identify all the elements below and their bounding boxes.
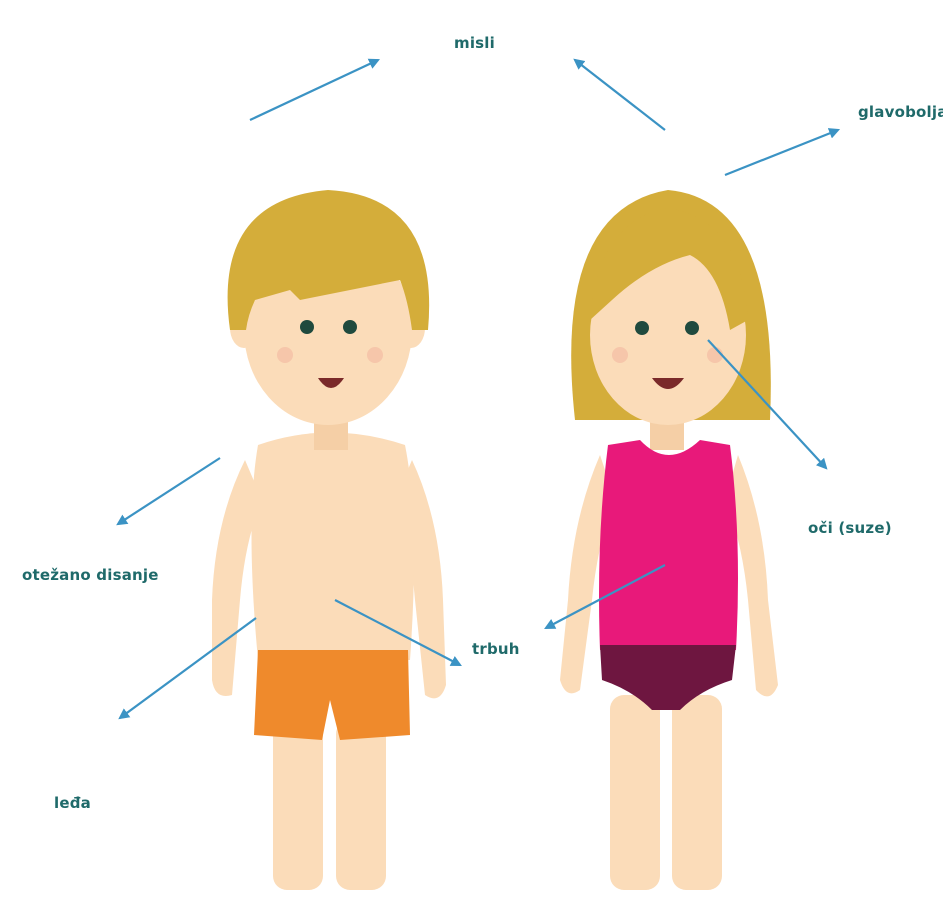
arrow-to-glavobolja	[725, 130, 838, 175]
boy-figure	[212, 190, 446, 890]
arrow-to-otezano-disanje	[118, 458, 220, 524]
label-trbuh: trbuh	[472, 640, 520, 658]
arrow-to-misli-left	[250, 60, 378, 120]
girl-figure	[560, 190, 778, 890]
arrow-to-leda	[120, 618, 256, 718]
label-misli: misli	[454, 34, 495, 52]
label-otezano-disanje: otežano disanje	[22, 566, 159, 584]
label-leda: leđa	[54, 794, 91, 812]
label-oci-suze: oči (suze)	[808, 519, 892, 537]
label-glavobolja: glavobolja	[858, 103, 943, 121]
arrow-to-misli-right	[575, 60, 665, 130]
